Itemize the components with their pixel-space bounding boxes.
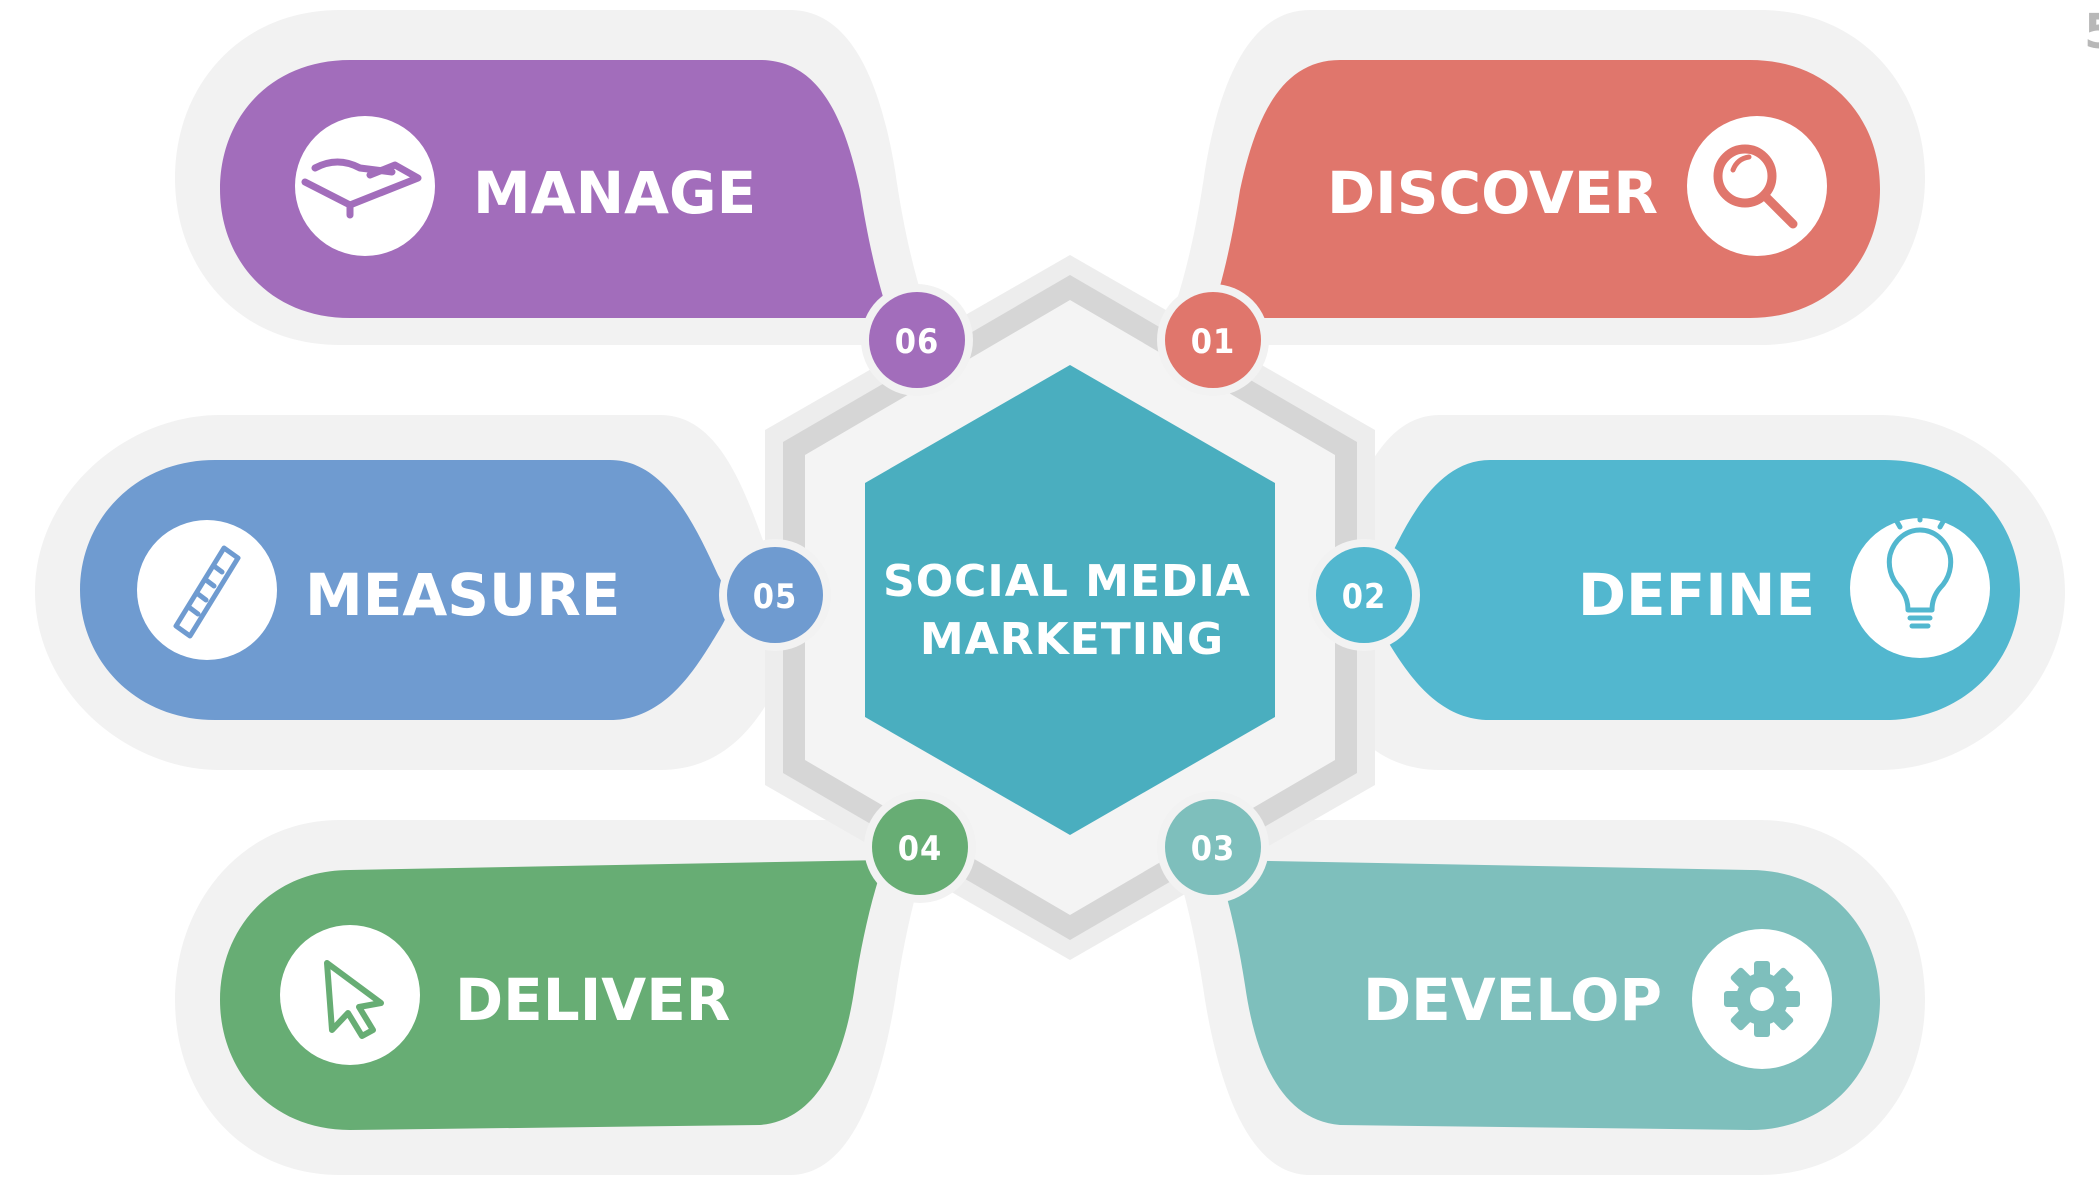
badge-04: 04 bbox=[864, 791, 976, 903]
badge-number-06: 06 bbox=[895, 322, 940, 362]
gear-icon bbox=[1724, 961, 1800, 1037]
badge-05: 05 bbox=[719, 539, 831, 651]
page-number: 5 bbox=[2084, 4, 2099, 60]
petal-define bbox=[1371, 460, 2020, 720]
petal-deliver bbox=[220, 860, 885, 1130]
center-title-line1: SOCIAL MEDIA bbox=[883, 556, 1251, 607]
step-label-discover: DISCOVER bbox=[1327, 159, 1658, 227]
center-hexagon: SOCIAL MEDIA MARKETING bbox=[865, 365, 1275, 835]
step-label-deliver: DELIVER bbox=[455, 966, 730, 1034]
cursor-icon bbox=[324, 960, 384, 1039]
icon-circle-measure bbox=[137, 520, 277, 660]
step-label-manage: MANAGE bbox=[473, 159, 756, 227]
lightbulb-icon bbox=[1886, 509, 1954, 629]
badge-06: 06 bbox=[861, 284, 973, 396]
badge-number-02: 02 bbox=[1342, 577, 1387, 617]
icon-circle-define bbox=[1850, 518, 1990, 658]
icon-circle-discover bbox=[1687, 116, 1827, 256]
icon-circle-manage bbox=[295, 116, 435, 256]
ruler-icon bbox=[173, 545, 241, 639]
step-label-define: DEFINE bbox=[1578, 561, 1815, 629]
badge-01: 01 bbox=[1157, 284, 1269, 396]
petals bbox=[80, 60, 2020, 1130]
petal-measure bbox=[80, 460, 729, 720]
icon-circle-deliver bbox=[280, 925, 420, 1065]
petal-develop bbox=[1215, 860, 1880, 1130]
number-badges: 06 01 05 02 04 03 bbox=[719, 284, 1420, 903]
badge-number-01: 01 bbox=[1191, 322, 1236, 362]
step-label-develop: DEVELOP bbox=[1363, 966, 1662, 1034]
badge-02: 02 bbox=[1308, 539, 1420, 651]
badge-number-04: 04 bbox=[898, 829, 943, 869]
badge-number-03: 03 bbox=[1191, 829, 1236, 869]
badge-03: 03 bbox=[1157, 791, 1269, 903]
badge-number-05: 05 bbox=[753, 577, 798, 617]
step-labels: MANAGE DISCOVER MEASURE DEFINE DELIVER D… bbox=[305, 159, 1815, 1034]
center-title-line2: MARKETING bbox=[920, 614, 1224, 665]
hand-icon bbox=[301, 158, 422, 219]
petal-discover bbox=[1210, 60, 1880, 318]
step-label-measure: MEASURE bbox=[305, 561, 620, 629]
magnifier-icon bbox=[1713, 144, 1798, 229]
